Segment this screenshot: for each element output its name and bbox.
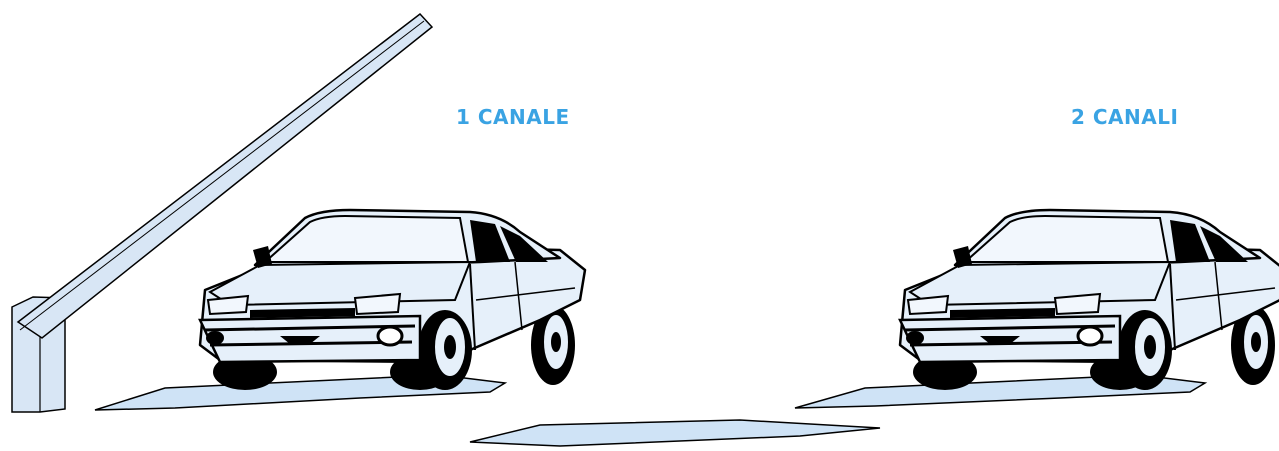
detector-loop-2	[470, 420, 880, 446]
car-left	[200, 210, 585, 390]
car-right	[900, 210, 1279, 390]
